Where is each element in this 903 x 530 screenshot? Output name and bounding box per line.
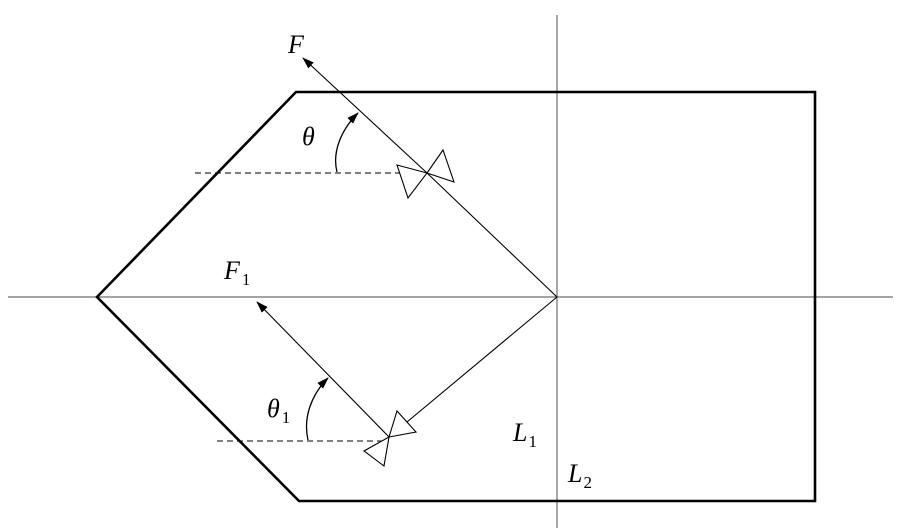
label-angle-upper: θ [302,122,315,151]
force-lower-arrow [256,301,390,438]
label-force-upper: F [287,30,305,59]
hull-outline [95,90,817,503]
lower-lever-line [388,296,558,438]
label-line-1: L1 [512,418,537,451]
angle-lower-arc [305,377,329,441]
upper-lever-line [426,172,558,298]
angle-upper-arc [335,112,359,173]
force-upper-arrow [302,57,428,174]
upper-thruster-icon [396,148,455,200]
lower-thruster-icon [362,409,418,467]
label-line-2: L2 [567,459,592,492]
